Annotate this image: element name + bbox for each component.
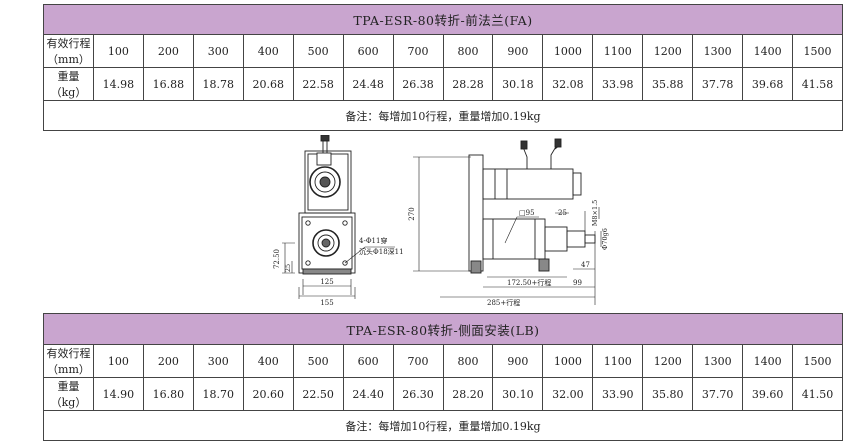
weight-cell: 30.10	[492, 377, 544, 411]
weight-cell: 33.90	[592, 377, 644, 411]
stroke-cell: 400	[242, 34, 294, 68]
dim-m8: M8×1.5	[591, 200, 599, 227]
weight-cell: 20.68	[242, 67, 294, 101]
weight-cell: 14.90	[92, 377, 144, 411]
stroke-cell: 100	[92, 344, 144, 378]
stroke-cell: 900	[492, 344, 544, 378]
stroke-cell: 900	[492, 34, 544, 68]
weight-cell: 26.38	[392, 67, 444, 101]
weight-cell: 28.20	[442, 377, 494, 411]
weight-cell: 22.50	[292, 377, 344, 411]
stroke-cell: 700	[392, 34, 444, 68]
weight-cell: 20.60	[242, 377, 294, 411]
weight-cell: 26.30	[392, 377, 444, 411]
dim-99: 99	[573, 279, 582, 287]
stroke-cell: 1100	[592, 344, 644, 378]
weight-cell: 32.00	[542, 377, 594, 411]
stroke-cell: 100	[92, 34, 144, 68]
stroke-cell: 600	[342, 34, 394, 68]
dim-25-right: 25	[558, 209, 567, 217]
weight-cell: 16.88	[142, 67, 194, 101]
stroke-cell: 1400	[742, 34, 794, 68]
weight-cell: 18.70	[192, 377, 244, 411]
stroke-cell: 700	[392, 344, 444, 378]
stroke-cell: 200	[142, 344, 194, 378]
weight-cell: 35.80	[642, 377, 694, 411]
dim-25-left: 25	[284, 264, 292, 272]
table-note: 备注：每增加10行程，重量增加0.19kg	[43, 100, 843, 131]
stroke-label: 有效行程（mm）	[43, 34, 94, 68]
stroke-cell: 1200	[642, 34, 694, 68]
weight-cell: 41.58	[792, 67, 843, 101]
stroke-label: 有效行程（mm）	[43, 344, 94, 378]
weight-cell: 14.98	[92, 67, 144, 101]
dim-125: 125	[320, 278, 333, 286]
hole-note-1: 4-Φ11穿	[359, 236, 387, 245]
side-view	[413, 138, 602, 305]
stroke-cell: 500	[292, 344, 344, 378]
table-title: TPA-ESR-80转折-侧面安装(LB)	[43, 313, 843, 345]
dim-285: 285+行程	[487, 298, 520, 307]
stroke-cell: 800	[442, 344, 494, 378]
stroke-cell: 300	[192, 344, 244, 378]
weight-cell: 24.48	[342, 67, 394, 101]
table-note: 备注：每增加10行程，重量增加0.19kg	[43, 410, 843, 441]
stroke-cell: 1300	[692, 344, 744, 378]
weight-cell: 33.98	[592, 67, 644, 101]
technical-drawing: 125 155 72.50 25 4-Φ11穿 沉头Φ18深11 270 □95…	[273, 135, 609, 307]
stroke-cell: 1300	[692, 34, 744, 68]
stroke-cell: 400	[242, 344, 294, 378]
weight-cell: 16.80	[142, 377, 194, 411]
stroke-cell: 1500	[792, 34, 843, 68]
weight-cell: 37.70	[692, 377, 744, 411]
stroke-cell: 1200	[642, 344, 694, 378]
hole-note-2: 沉头Φ18深11	[359, 247, 404, 256]
stroke-cell: 300	[192, 34, 244, 68]
weight-label: 重量（kg）	[43, 67, 94, 101]
front-view	[282, 135, 395, 299]
stroke-cell: 1000	[542, 34, 594, 68]
stroke-cell: 1100	[592, 34, 644, 68]
dim-155: 155	[320, 299, 333, 307]
weight-cell: 28.28	[442, 67, 494, 101]
weight-cell: 37.78	[692, 67, 744, 101]
stroke-cell: 1400	[742, 344, 794, 378]
dim-270: 270	[408, 207, 416, 220]
weight-cell: 35.88	[642, 67, 694, 101]
table-title: TPA-ESR-80转折-前法兰(FA)	[43, 4, 843, 35]
stroke-cell: 800	[442, 34, 494, 68]
weight-cell: 39.68	[742, 67, 794, 101]
weight-label: 重量（kg）	[43, 377, 94, 411]
weight-cell: 22.58	[292, 67, 344, 101]
dim-172-50: 172.50+行程	[507, 278, 551, 287]
stroke-cell: 200	[142, 34, 194, 68]
weight-cell: 18.78	[192, 67, 244, 101]
dim-sq95: □95	[519, 209, 535, 217]
weight-cell: 41.50	[792, 377, 843, 411]
weight-cell: 39.60	[742, 377, 794, 411]
dim-d70: Φ70g6	[601, 228, 609, 250]
stroke-cell: 1500	[792, 344, 843, 378]
stroke-cell: 500	[292, 34, 344, 68]
stroke-cell: 1000	[542, 344, 594, 378]
stroke-cell: 600	[342, 344, 394, 378]
weight-cell: 24.40	[342, 377, 394, 411]
weight-cell: 30.18	[492, 67, 544, 101]
dim-47: 47	[581, 261, 590, 269]
dim-72-50: 72.50	[273, 249, 281, 269]
weight-cell: 32.08	[542, 67, 594, 101]
